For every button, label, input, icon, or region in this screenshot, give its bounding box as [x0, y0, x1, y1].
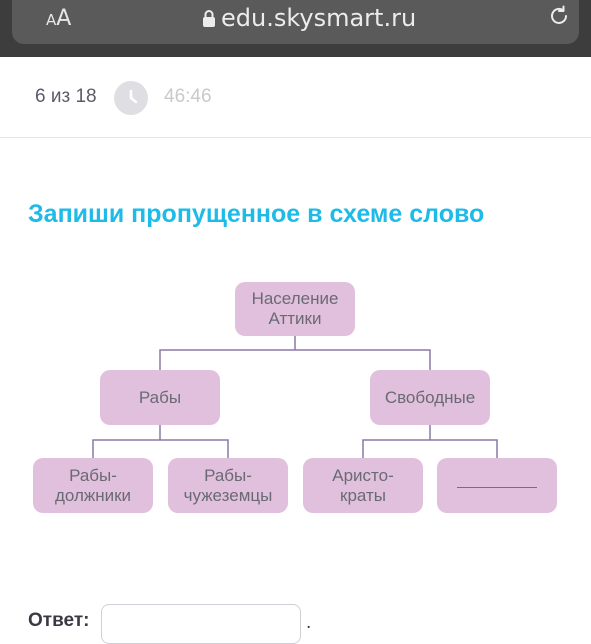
answer-period: . [306, 612, 312, 633]
browser-chrome: AA edu.skysmart.ru [0, 0, 591, 57]
clock-icon [114, 81, 148, 115]
task-title: Запиши пропущенное в схеме слово [28, 200, 485, 228]
url-text: edu.skysmart.ru [221, 4, 417, 32]
timer: 46:46 [164, 86, 212, 107]
node-slaves-label: Рабы [138, 387, 182, 407]
text-size-button[interactable]: AA [46, 6, 71, 31]
node-foreign-slaves: Рабы- чужеземцы [168, 458, 288, 513]
missing-word-blank [457, 487, 537, 488]
node-debt-slaves-line1: Рабы- [69, 465, 117, 485]
scheme-diagram: Население Аттики Рабы Свободные Рабы- до… [0, 270, 591, 530]
node-foreign-slaves-line1: Рабы- [204, 465, 252, 485]
node-aristocrats: Аристо- краты [303, 458, 423, 513]
node-debt-slaves: Рабы- должники [33, 458, 153, 513]
node-foreign-slaves-line2: чужеземцы [183, 485, 273, 505]
address-bar[interactable]: AA edu.skysmart.ru [12, 0, 579, 44]
answer-input[interactable] [101, 604, 301, 644]
url-display[interactable]: edu.skysmart.ru [202, 4, 417, 32]
lock-icon [203, 10, 215, 27]
node-root-line1: Население [251, 289, 339, 308]
task-status-bar: 6 из 18 46:46 [0, 57, 591, 138]
node-debt-slaves-line2: должники [54, 485, 132, 505]
text-size-big-label: A [56, 6, 72, 31]
diagram-connectors [92, 336, 498, 458]
node-root: Население Аттики [235, 282, 355, 336]
text-size-small-label: A [46, 11, 57, 29]
node-aristocrats-line2: краты [340, 485, 386, 505]
node-slaves: Рабы [100, 370, 220, 425]
question-counter: 6 из 18 [35, 86, 97, 107]
node-root-line2: Аттики [268, 309, 322, 328]
node-free-label: Свободные [384, 387, 476, 407]
reload-icon[interactable] [547, 4, 571, 28]
node-missing [437, 458, 557, 513]
node-aristocrats-line1: Аристо- [332, 465, 394, 485]
answer-label: Ответ: [28, 610, 90, 631]
node-free: Свободные [370, 370, 490, 425]
